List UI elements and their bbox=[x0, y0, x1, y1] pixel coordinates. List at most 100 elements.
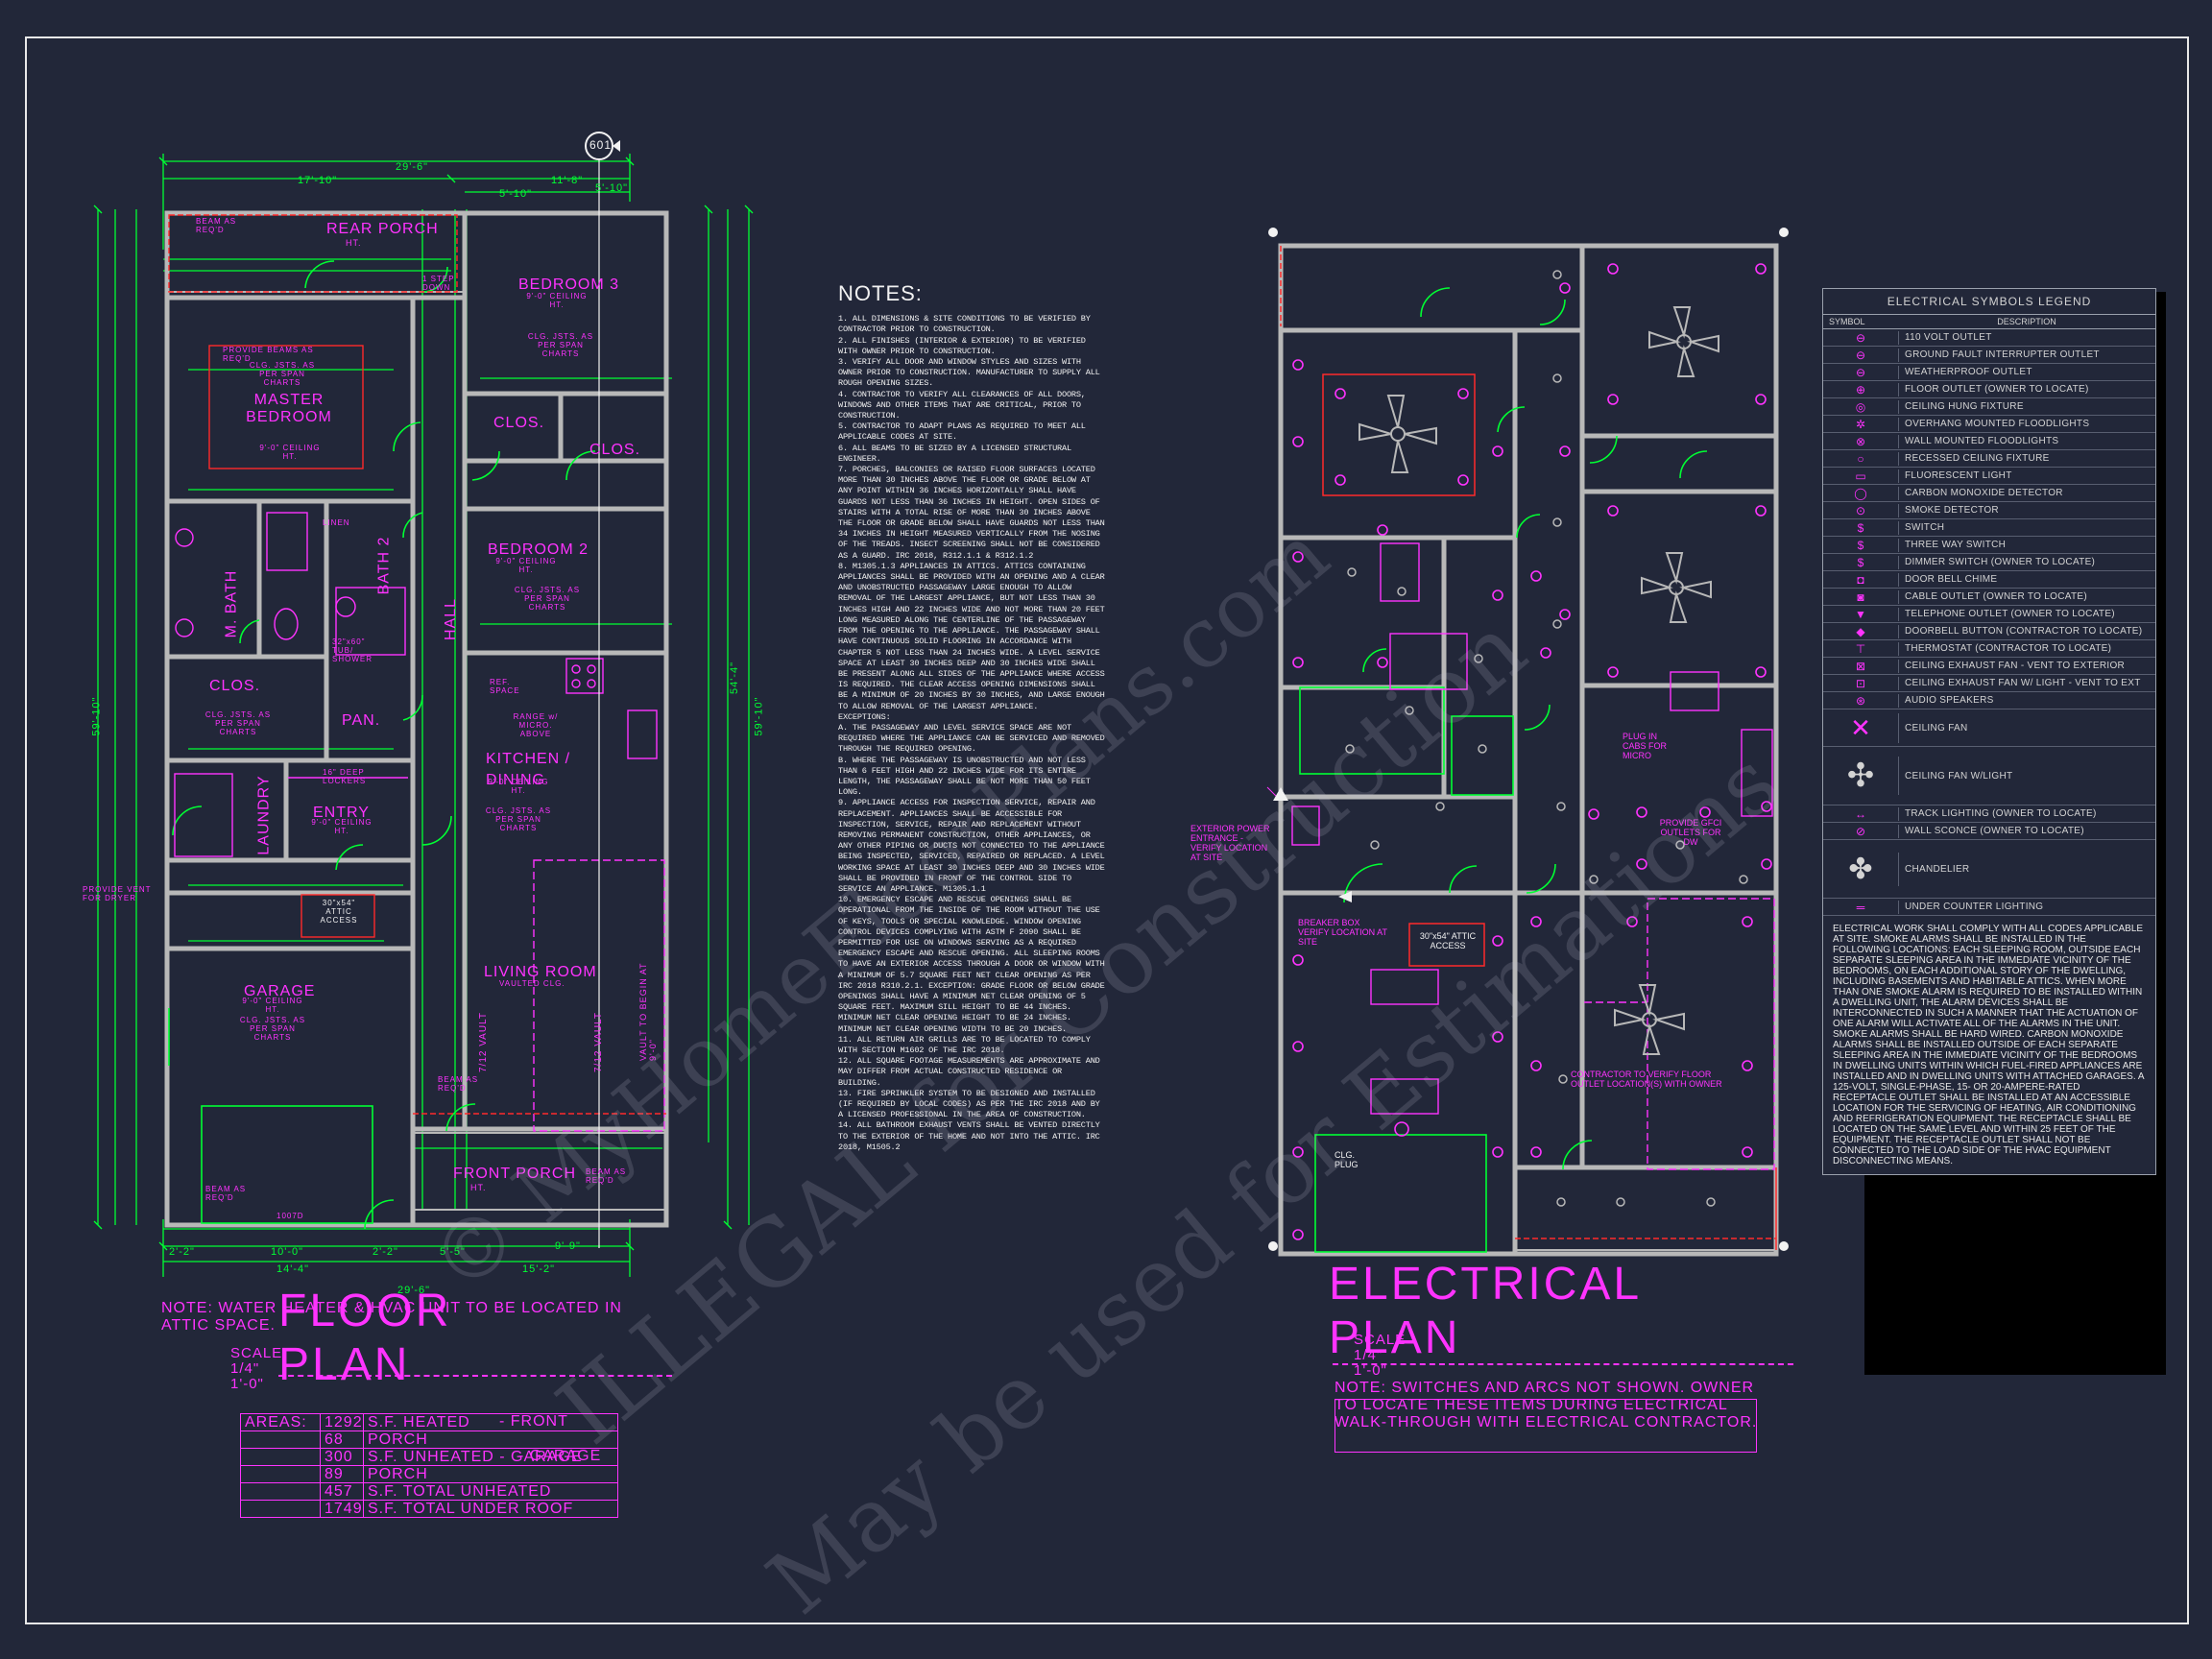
room-bedroom-3-ceiling: 9'-0" CEILING HT. bbox=[526, 292, 588, 309]
areas-label bbox=[241, 1431, 321, 1448]
label-deep-lockers: 16" DEEP LOCKERS bbox=[323, 768, 367, 785]
legend-row: ◆DOORBELL BUTTON (CONTRACTOR TO LOCATE) bbox=[1823, 623, 2155, 640]
areas-desc: PORCH bbox=[368, 1431, 428, 1448]
switch-icon: $ bbox=[1823, 520, 1899, 535]
dim-right-total2: 59'-10" bbox=[753, 696, 765, 736]
note-item: 13. FIRE SPRINKLER SYSTEM TO BE DESIGNED… bbox=[838, 1088, 1100, 1120]
areas-label bbox=[241, 1501, 321, 1517]
areas-value: 89 bbox=[321, 1466, 364, 1482]
note-item: b. WHERE THE PASSAGEWAY IS UNOBSTRUCTED … bbox=[838, 755, 1091, 798]
legend-row: ◘DOOR BELL CHIME bbox=[1823, 571, 2155, 589]
floor-plan bbox=[93, 132, 754, 1277]
areas-overlay-garage: - GARAGE bbox=[518, 1448, 602, 1464]
legend-row: ◯CARBON MONOXIDE DETECTOR bbox=[1823, 485, 2155, 502]
room-kitchen-dining: KITCHEN / DINING bbox=[486, 751, 571, 788]
legend-desc: UNDER COUNTER LIGHTING bbox=[1905, 902, 2044, 912]
electrical-scale-label: SCALE bbox=[1354, 1332, 1407, 1348]
electrical-scale-value2: 1'-0" bbox=[1354, 1362, 1387, 1379]
legend-desc: 110 VOLT OUTLET bbox=[1905, 332, 1992, 343]
areas-value: 68 bbox=[321, 1431, 364, 1448]
legend-row: ⊖GROUND FAULT INTERRUPTER OUTLET bbox=[1823, 347, 2155, 364]
label-clg-jsts-kitchen: CLG. JSTS. AS PER SPAN CHARTS bbox=[485, 806, 552, 832]
doorbell-icon: ◘ bbox=[1823, 572, 1899, 587]
label-tub: 32"x60" TUB/ SHOWER bbox=[332, 637, 373, 663]
legend-row: ◎CEILING HUNG FIXTURE bbox=[1823, 398, 2155, 416]
electrical-ceiling-lights bbox=[1345, 270, 1748, 1207]
legend-desc: THERMOSTAT (CONTRACTOR TO LOCATE) bbox=[1905, 643, 2112, 654]
section-marker bbox=[585, 132, 620, 1248]
areas-desc: S.F. UNHEATED - GARAGE bbox=[368, 1449, 583, 1465]
areas-value: 300 bbox=[321, 1449, 364, 1465]
thermostat-icon: ⊤ bbox=[1823, 641, 1899, 656]
sheet-border bbox=[25, 36, 2189, 1624]
legend-col-symbol: SYMBOL bbox=[1829, 317, 1865, 326]
label-beam-rear: BEAM AS REQ'D bbox=[196, 217, 237, 234]
legend-row: ✲OVERHANG MOUNTED FLOODLIGHTS bbox=[1823, 416, 2155, 433]
room-laundry: LAUNDRY bbox=[255, 775, 273, 855]
legend-row: ✕CEILING FAN bbox=[1823, 709, 2155, 747]
legend-row: $ SWITCH bbox=[1823, 519, 2155, 537]
recessed-fixture-icon: ○ bbox=[1823, 451, 1899, 466]
legend-row: $THREE WAY SWITCH bbox=[1823, 537, 2155, 554]
legend-title: ELECTRICAL SYMBOLS LEGEND bbox=[1823, 289, 2155, 315]
floor-plan-note: NOTE: WATER HEATER & HVAC UNIT TO BE LOC… bbox=[161, 1300, 622, 1334]
room-m-bath: M. BATH bbox=[223, 569, 240, 638]
note-item: 4. CONTRACTOR TO VERIFY ALL CLEARANCES O… bbox=[838, 389, 1086, 421]
legend-row: ⊘WALL SCONCE (OWNER TO LOCATE) bbox=[1823, 823, 2155, 840]
legend-row: ↔TRACK LIGHTING (OWNER TO LOCATE) bbox=[1823, 805, 2155, 823]
room-garage-ceiling: 9'-0" CEILING HT. bbox=[242, 997, 303, 1014]
legend-desc: AUDIO SPEAKERS bbox=[1905, 695, 1994, 706]
smoke-detector-icon: ⊙ bbox=[1823, 503, 1899, 517]
legend-desc: SWITCH bbox=[1905, 522, 1945, 533]
room-front-porch-ht: HT. bbox=[470, 1183, 487, 1192]
floor-plan-scale-value2: 1'-0" bbox=[230, 1376, 264, 1392]
label-garage-door: 1007D bbox=[276, 1212, 304, 1220]
chandelier-icon: ✤ bbox=[1823, 852, 1899, 886]
legend-desc: CABLE OUTLET (OWNER TO LOCATE) bbox=[1905, 591, 2087, 602]
label-range: RANGE w/ MICRO. ABOVE bbox=[513, 712, 559, 738]
label-dryer-vent: PROVIDE VENT FOR DRYER bbox=[83, 885, 152, 902]
note-item: a. THE PASSAGEWAY AND LEVEL SERVICE SPAC… bbox=[838, 722, 1105, 755]
electrical-scale-value: 1/4" bbox=[1354, 1347, 1383, 1363]
room-bedroom-2-ceiling: 9'-0" CEILING HT. bbox=[495, 557, 557, 574]
legend-row: ○ RECESSED CEILING FIXTURE bbox=[1823, 450, 2155, 468]
legend-row: ⊛ AUDIO SPEAKERS bbox=[1823, 692, 2155, 709]
legend-desc: CEILING FAN bbox=[1905, 722, 1968, 733]
exhaust-fan-light-icon: ⊡ bbox=[1823, 676, 1899, 690]
legend-desc: WALL MOUNTED FLOODLIGHTS bbox=[1905, 436, 2059, 446]
legend-desc: CEILING EXHAUST FAN w/ LIGHT - VENT TO E… bbox=[1905, 678, 2141, 688]
legend-row: ⊗WALL MOUNTED FLOODLIGHTS bbox=[1823, 433, 2155, 450]
areas-desc: S.F. TOTAL UNHEATED bbox=[368, 1483, 552, 1500]
audio-speaker-icon: ⊛ bbox=[1823, 693, 1899, 708]
room-rear-porch: REAR PORCH bbox=[326, 221, 439, 237]
note-item: 1. ALL DIMENSIONS & SITE CONDITIONS TO B… bbox=[838, 314, 1091, 335]
electrical-legend: ELECTRICAL SYMBOLS LEGEND SYMBOL DESCRIP… bbox=[1822, 288, 2156, 1175]
label-step-down: 1 STEP DOWN bbox=[422, 275, 455, 292]
legend-col-desc: DESCRIPTION bbox=[1997, 317, 2056, 326]
co-detector-icon: ◯ bbox=[1823, 486, 1899, 500]
legend-desc: CEILING HUNG FIXTURE bbox=[1905, 401, 2024, 412]
areas-value: 457 bbox=[321, 1483, 364, 1500]
dim-top-right: 11'-8" bbox=[551, 175, 584, 186]
dim-bottom-total: 29'-6" bbox=[397, 1285, 431, 1296]
wall-sconce-icon: ⊘ bbox=[1823, 824, 1899, 838]
floor-plan-title: FLOOR PLAN bbox=[278, 1286, 452, 1390]
legend-row: ⊤ THERMOSTAT (CONTRACTOR TO LOCATE) bbox=[1823, 640, 2155, 658]
label-ref: REF. SPACE bbox=[490, 678, 520, 695]
floor-plan-scale-rule bbox=[278, 1375, 672, 1377]
areas-desc: S.F. TOTAL UNDER ROOF bbox=[368, 1501, 574, 1517]
areas-label bbox=[241, 1483, 321, 1500]
dim-top-total: 29'-6" bbox=[396, 161, 429, 173]
fluorescent-light-icon: ▭ bbox=[1823, 469, 1899, 483]
legend-row: ✣CEILING FAN w/LIGHT bbox=[1823, 747, 2155, 805]
electrical-scale: SCALE 1/4" 1'-0" bbox=[1354, 1333, 1406, 1379]
ceiling-fan-light-icon: ✣ bbox=[1823, 757, 1899, 795]
legend-desc: RECESSED CEILING FIXTURE bbox=[1905, 453, 2050, 464]
label-clg-jsts-bed3: CLG. JSTS. AS PER SPAN CHARTS bbox=[527, 332, 594, 358]
legend-row: ▼TELEPHONE OUTLET (OWNER TO LOCATE) bbox=[1823, 606, 2155, 623]
